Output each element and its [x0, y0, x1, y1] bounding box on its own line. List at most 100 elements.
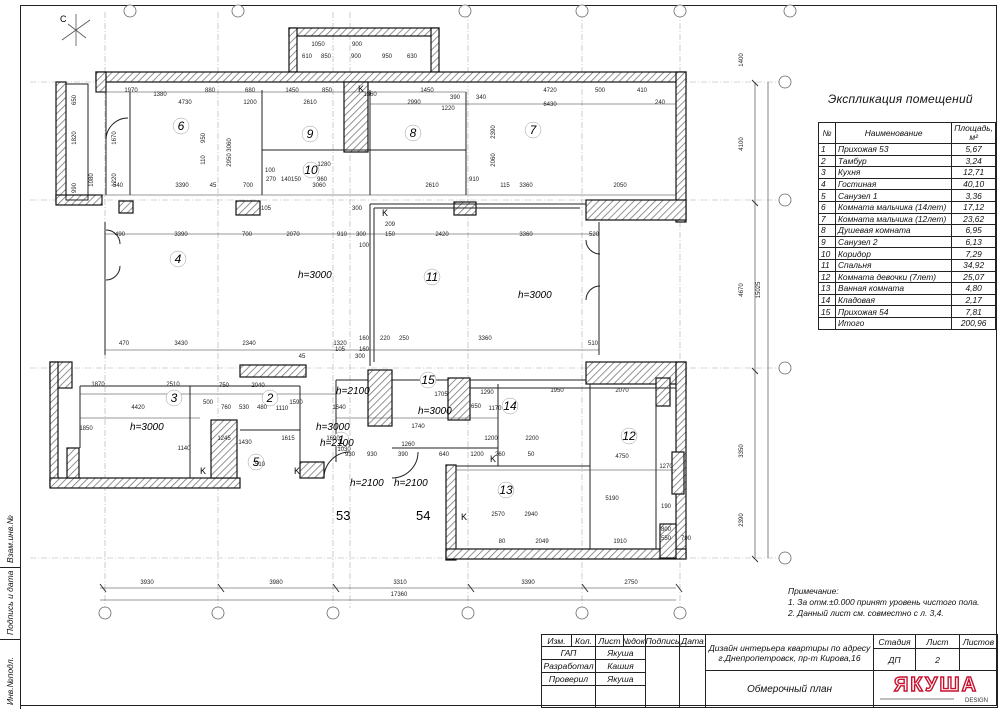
dim-row2-4: 300 [356, 232, 367, 238]
ceiling-height-15: h=3000 [418, 406, 452, 417]
dim-mid_row-3: 3360 [519, 183, 533, 189]
dim-row4-10: 1740 [411, 424, 425, 430]
dim-row2-11: 209 [385, 222, 396, 228]
room-number-5: 5 [253, 455, 260, 469]
dim-mid_row-8: 140 [281, 177, 292, 183]
dim-top_row-1: 2610 [303, 100, 317, 106]
dim-bottom-5: 17360 [391, 592, 408, 598]
dim-row4-11: 1640 [332, 405, 346, 411]
dim-row2-1: 700 [242, 232, 253, 238]
dim-row3-6: 3360 [478, 336, 492, 342]
dim-mid_row-2: 2610 [425, 183, 439, 189]
dim-top_row-18: 1200 [243, 100, 257, 106]
dim-row3-4: 220 [380, 336, 391, 342]
dim-bottom-4: 2750 [624, 580, 638, 586]
apartment-54: 54 [416, 508, 430, 523]
dim-top_row-11: 880 [205, 88, 216, 94]
room-marker-11 [423, 268, 441, 286]
dim-verticals-2: 15025 [756, 281, 762, 298]
dim-verticals-3: 3350 [739, 444, 745, 458]
dim-top_row-4: 6430 [543, 102, 557, 108]
dim-top_row-14: 500 [595, 88, 606, 94]
dim-row3-5: 250 [399, 336, 410, 342]
room-marker-14 [501, 397, 519, 415]
room-marker-8 [404, 124, 422, 142]
dim-row5-8: 930 [367, 452, 378, 458]
room-marker-5 [247, 453, 265, 471]
dim-row4-7: 480 [257, 405, 268, 411]
ceiling-height-3: h=3000 [130, 422, 164, 433]
logo-subtext: DESIGN [965, 698, 988, 704]
room-marker-3 [165, 389, 183, 407]
dim-row5-5: 1690 [326, 436, 340, 442]
explication-title: Экспликация помещений [828, 92, 973, 106]
explication-header-row: № Наименование Площадь, м² [818, 122, 996, 144]
ceiling-height-11: h=3000 [518, 290, 552, 301]
dim-verticals-4: 2390 [739, 513, 745, 527]
dim-top_row-15: 1380 [153, 92, 167, 98]
dim-verticals-16: 950 [201, 132, 207, 143]
dim-row2-3: 910 [337, 232, 348, 238]
svg-text:K: K [358, 84, 364, 94]
dim-row4-3: 1870 [91, 382, 105, 388]
dim-balcony-4: 630 [407, 54, 418, 60]
dim-lower-0: 4750 [615, 454, 629, 460]
door-height-2: h=2100 [320, 438, 354, 449]
dim-verticals-14: 1670 [112, 131, 118, 145]
dim-row3-10: 105 [335, 347, 346, 353]
room-number-13: 13 [499, 483, 513, 497]
dim-mid_row-7: 270 [266, 177, 277, 183]
dim-row4-2: 2040 [251, 383, 265, 389]
dim-verticals-5: 3060 [227, 138, 233, 152]
dim-bottom-1: 3980 [269, 580, 283, 586]
dim-balcony-1: 850 [321, 54, 332, 60]
dim-mid_row-12: 910 [469, 177, 480, 183]
room-number-2: 2 [266, 391, 274, 405]
room-number-3: 3 [171, 391, 178, 405]
svg-text:K: K [382, 208, 388, 218]
dim-mid_row-9: 960 [317, 177, 328, 183]
dim-row2-8: 490 [115, 232, 126, 238]
note-line-2: 2. Данный лист см. совместно с л. 3,4. [788, 608, 944, 618]
room-explication: Экспликация помещений № Наименование Пло… [818, 92, 996, 330]
dim-verticals-0: 4100 [739, 137, 745, 151]
room-number-12: 12 [622, 429, 636, 443]
dim-balcony-5: 1050 [311, 42, 325, 48]
dim-row4-5: 760 [221, 405, 232, 411]
dim-mid_row-0: 3390 [175, 183, 189, 189]
sheet-number: 2 [916, 649, 960, 671]
dim-verticals-6: 2950 [227, 153, 233, 167]
dim-mid_row-13: 1280 [317, 162, 331, 168]
room-number-8: 8 [410, 126, 417, 140]
dim-lower-6: 2940 [524, 512, 538, 518]
north-label: С [60, 14, 67, 24]
svg-text:K: K [294, 466, 300, 476]
dim-lower-1: 5190 [605, 496, 619, 502]
dim-lower-4: 1910 [613, 539, 627, 545]
dim-lower-2: 1270 [659, 464, 673, 470]
dim-row2-2: 2070 [286, 232, 300, 238]
dim-row5-2: 1245 [217, 436, 231, 442]
dim-verticals-8: 2060 [491, 153, 497, 167]
project-title: Дизайн интерьера квартиры по адресу г.Дн… [706, 635, 874, 671]
room-marker-2 [261, 389, 279, 407]
dim-lower-10: 800 [661, 527, 672, 533]
sheet-frame [20, 5, 997, 706]
dim-lower-5: 2570 [491, 512, 505, 518]
dim-row2-7: 3360 [519, 232, 533, 238]
dim-row4-0: 2510 [166, 382, 180, 388]
dim-balcony-0: 610 [302, 54, 313, 60]
dim-row5-15: 50 [528, 452, 535, 458]
svg-text:K: K [461, 512, 467, 522]
dim-row4-12: 1290 [480, 390, 494, 396]
dim-row3-8: 510 [588, 341, 599, 347]
stage-value: ДП [874, 649, 916, 671]
room-number-4: 4 [175, 252, 182, 266]
